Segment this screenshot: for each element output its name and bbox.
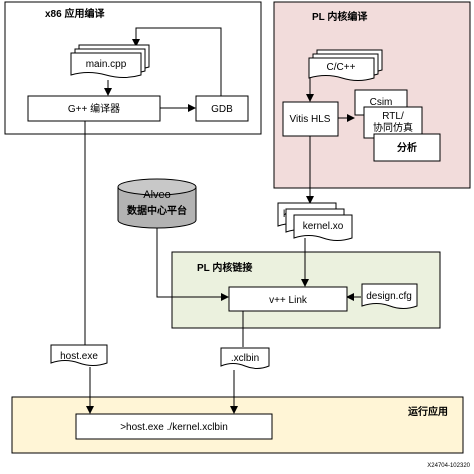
csim-label: Csim <box>370 97 393 108</box>
vitis-hls-node: Vitis HLS <box>282 101 339 137</box>
region-pl-compile-title: PL 内核编译 <box>312 10 368 23</box>
c-cpp-label: C/C++ <box>327 62 356 73</box>
gdb-node: GDB <box>195 95 249 122</box>
edge-gdb-maincpp <box>132 27 222 96</box>
main-cpp-label: main.cpp <box>86 59 127 70</box>
design-cfg-label: design.cfg <box>366 291 412 302</box>
edges <box>84 27 361 414</box>
gdb-label: GDB <box>211 104 233 115</box>
edge-alveo-link <box>156 228 229 301</box>
gpp-compiler-label: G++ 编译器 <box>68 102 120 115</box>
alveo-label-1: Alveo <box>143 189 171 201</box>
kernel-xo-label: kernel.xo <box>303 221 344 232</box>
analyze-node: 分析 <box>373 133 441 162</box>
alveo-label-2: 数据中心平台 <box>127 204 187 217</box>
run-command-node: >host.exe ./kernel.xclbin <box>75 413 273 440</box>
figure-id: X24704-102320 <box>427 463 470 469</box>
region-x86-title: x86 应用编译 <box>45 7 105 20</box>
analyze-label: 分析 <box>397 141 417 154</box>
region-pl-link-title: PL 内核链接 <box>197 261 252 274</box>
region-run-title: 运行应用 <box>408 405 448 418</box>
rtl-cosim-label-1: RTL/ <box>382 111 404 122</box>
vitis-hls-label: Vitis HLS <box>290 114 331 125</box>
vpp-link-label: v++ Link <box>269 295 308 306</box>
vpp-link-node: v++ Link <box>228 286 348 312</box>
design-cfg-node: design.cfg <box>361 283 418 309</box>
c-cpp-node: C/C++ <box>308 49 383 81</box>
main-cpp-node: main.cpp <box>70 44 150 78</box>
kernel-xo-node: k kernel.xo <box>277 202 353 241</box>
host-exe-label: host.exe <box>60 351 98 362</box>
gpp-compiler-node: G++ 编译器 <box>27 95 161 122</box>
alveo-platform-node: Alveo 数据中心平台 <box>117 178 197 229</box>
xclbin-label: .xclbin <box>231 353 259 364</box>
xclbin-node: .xclbin <box>220 347 270 369</box>
rtl-cosim-node: RTL/ 协同仿真 <box>363 106 423 139</box>
run-command-label: >host.exe ./kernel.xclbin <box>120 422 228 433</box>
rtl-cosim-label-2: 协同仿真 <box>373 121 413 134</box>
host-exe-node: host.exe <box>50 344 108 366</box>
